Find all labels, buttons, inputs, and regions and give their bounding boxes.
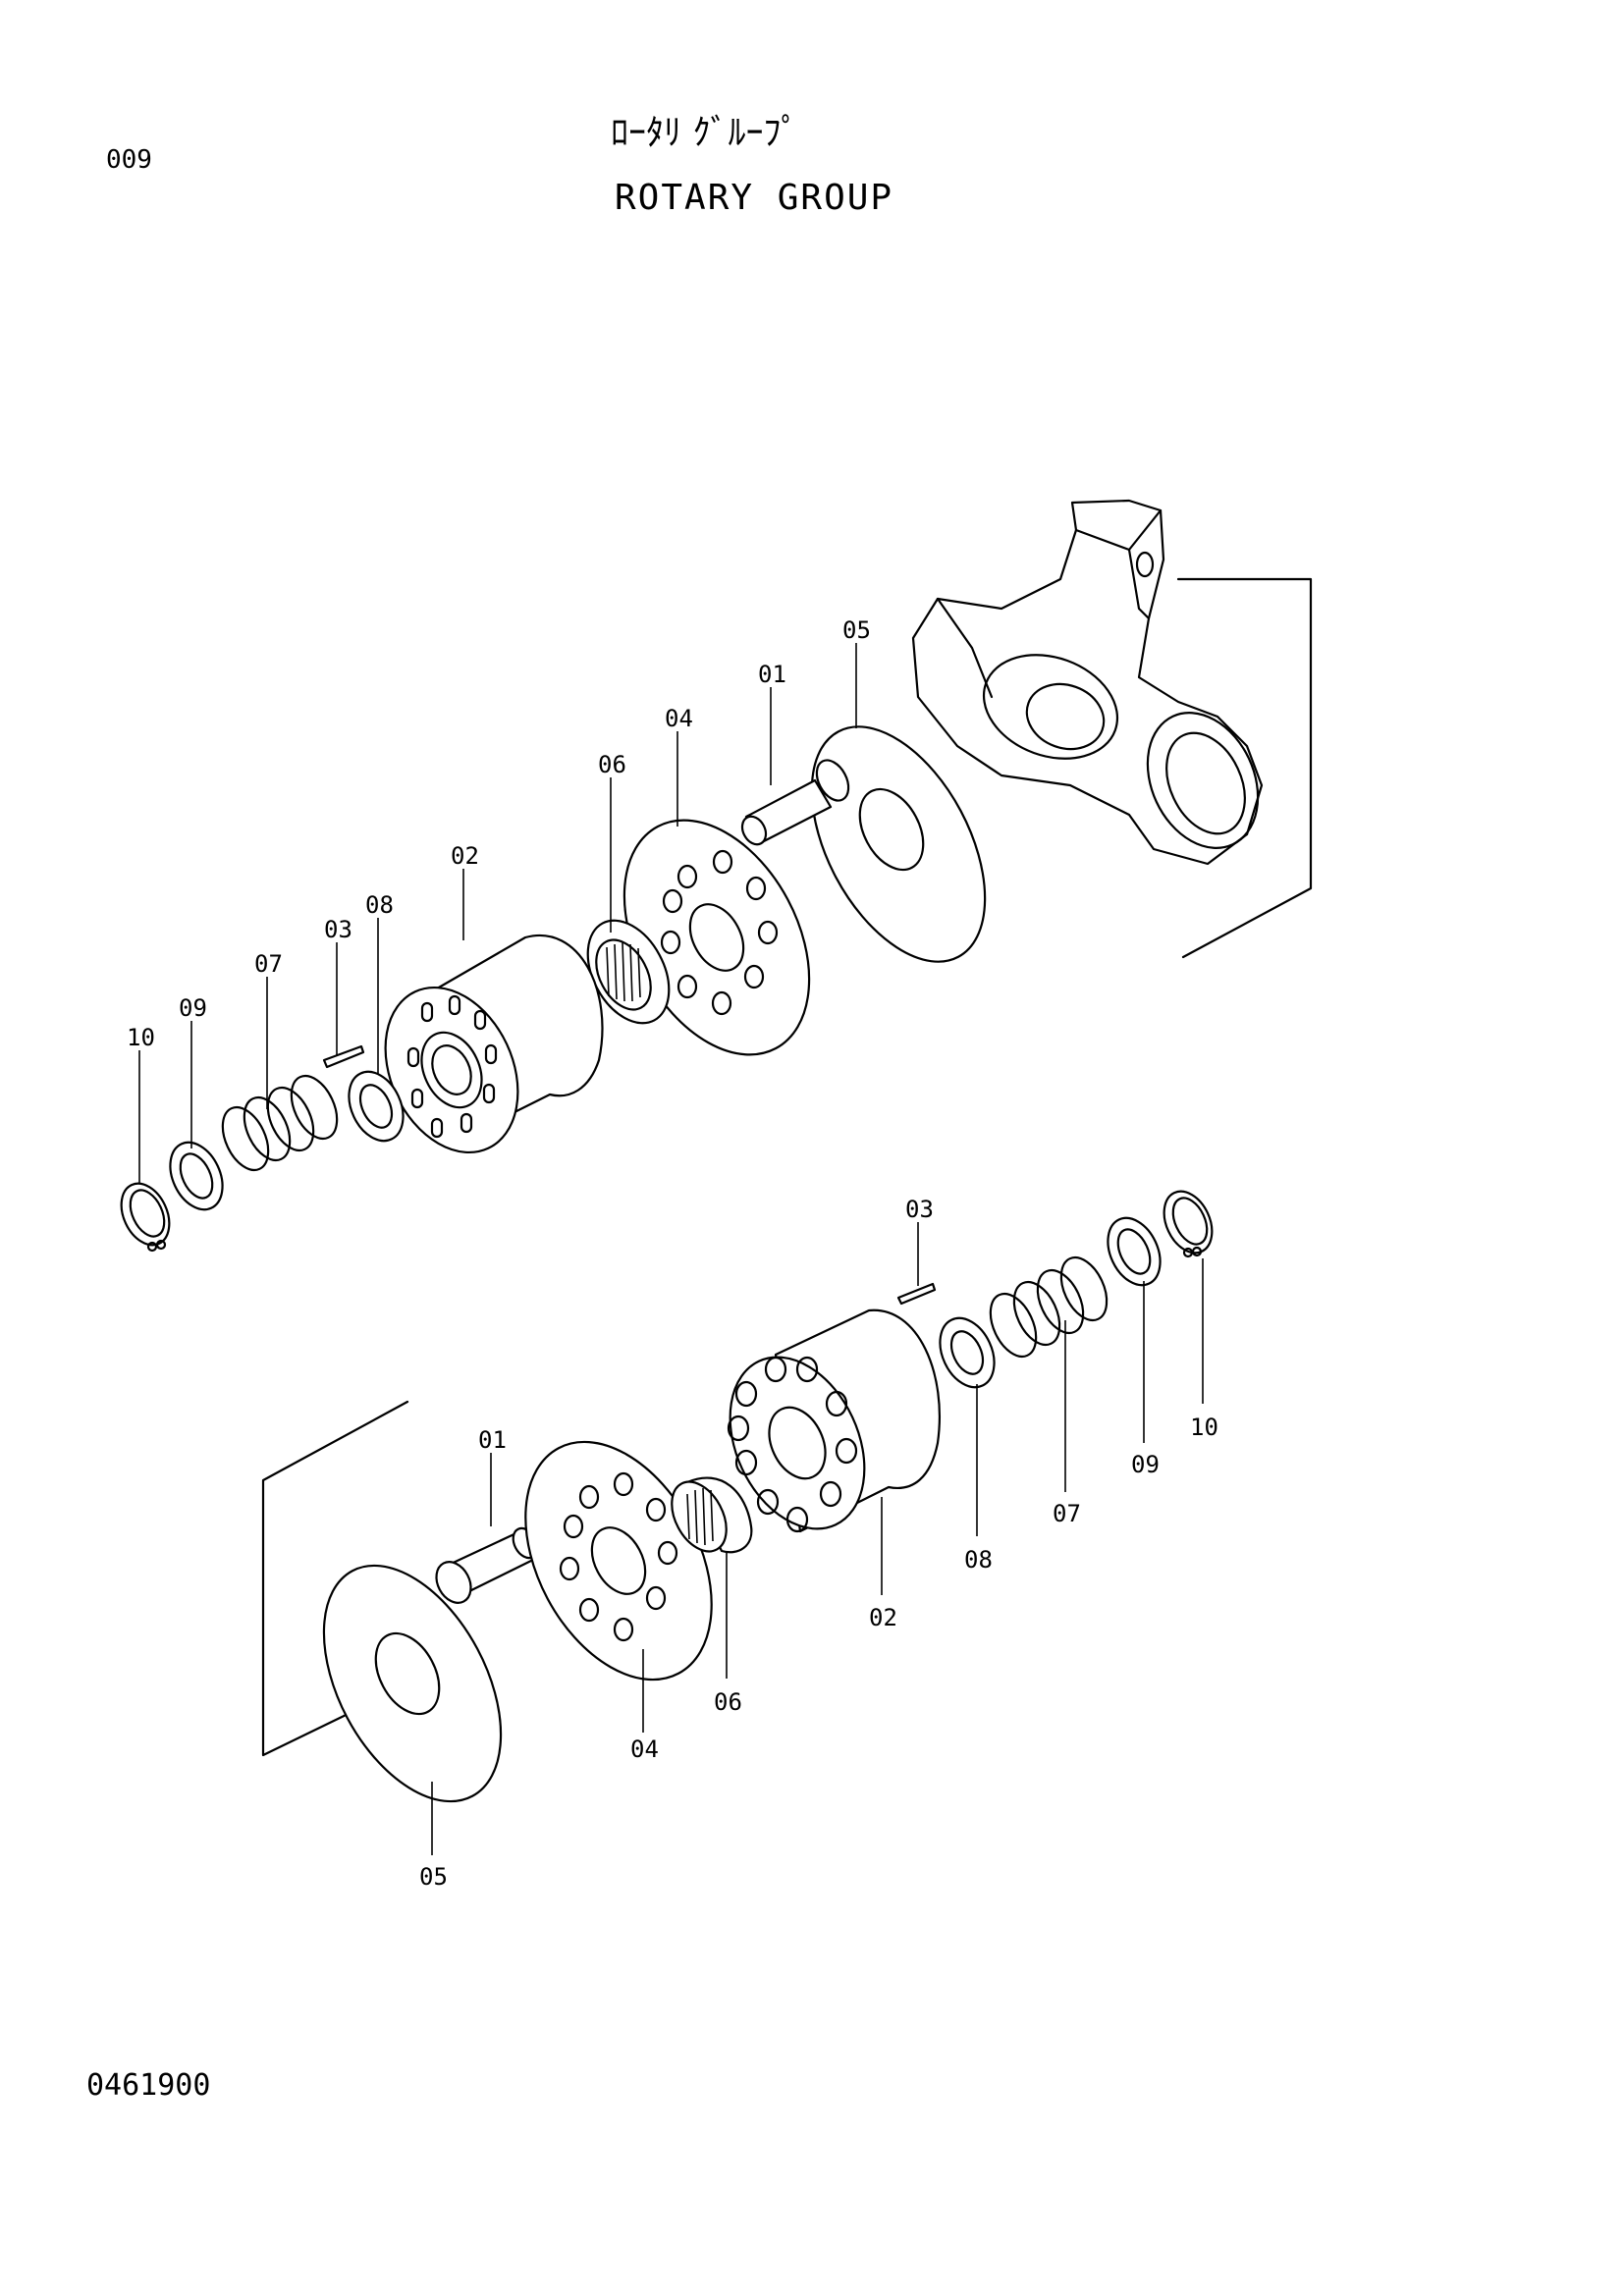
lower-assembly: 03 10 09 07 08 02 06 04 01 05: [261, 1190, 1218, 1891]
part-02-cylinder-block: [727, 1308, 942, 1533]
callout-lower-04: 04: [630, 1735, 659, 1763]
part-08-washer: [348, 1070, 405, 1143]
part-06-bushing: [586, 919, 671, 1025]
callout-lower-05: 05: [419, 1863, 448, 1891]
upper-callouts: 05 01 04 06 02 08 03 07 09 10: [127, 616, 871, 1051]
callout-upper-06: 06: [598, 751, 626, 778]
callout-lower-02: 02: [869, 1604, 897, 1631]
housing-part: [911, 499, 1313, 959]
callout-upper-07: 07: [254, 950, 283, 978]
part-03-pin: [896, 1282, 937, 1306]
callout-upper-10: 10: [127, 1024, 155, 1051]
part-08-washer: [939, 1316, 996, 1389]
upper-assembly: 05 01 04 06 02 08 03 07 09 10: [120, 499, 1313, 1253]
callout-lower-09: 09: [1131, 1451, 1160, 1478]
title-japanese: ﾛｰﾀﾘ ｸﾞﾙｰﾌﾟ: [611, 113, 799, 153]
callout-lower-10: 10: [1190, 1414, 1218, 1441]
part-06-bushing: [671, 1476, 753, 1554]
part-10-snap-ring: [120, 1182, 171, 1253]
lower-callouts: 03 10 09 07 08 02 06 04 01 05: [419, 1196, 1218, 1891]
title-english: ROTARY GROUP: [615, 178, 894, 218]
page-number: 009: [106, 145, 152, 175]
callout-upper-09: 09: [179, 994, 207, 1022]
callout-upper-04: 04: [665, 705, 693, 732]
part-01-pin: [435, 1526, 539, 1604]
callout-upper-03: 03: [324, 916, 352, 943]
upper-leader-lines: [138, 643, 857, 1183]
callout-lower-07: 07: [1053, 1500, 1081, 1527]
callout-lower-01: 01: [478, 1426, 507, 1454]
callout-upper-05: 05: [842, 616, 871, 644]
part-03-pin: [322, 1044, 365, 1069]
part-05-plate: [810, 725, 987, 963]
callout-lower-08: 08: [964, 1546, 993, 1574]
callout-upper-01: 01: [758, 661, 786, 688]
lower-leader-lines: [431, 1222, 1204, 1855]
part-07-spring: [221, 1074, 339, 1172]
part-01-pin: [740, 759, 850, 846]
drawing-number: 0461900: [86, 2068, 211, 2103]
part-05-plate: [322, 1564, 503, 1803]
part-02-cylinder-block: [384, 934, 604, 1154]
callout-lower-03: 03: [905, 1196, 934, 1223]
callout-lower-06: 06: [714, 1688, 742, 1716]
callout-upper-08: 08: [365, 891, 394, 919]
part-07-spring: [989, 1255, 1109, 1359]
part-09-washer: [1107, 1216, 1162, 1287]
part-10-snap-ring: [1163, 1190, 1214, 1258]
callout-upper-02: 02: [451, 842, 479, 870]
part-09-washer: [169, 1141, 224, 1211]
